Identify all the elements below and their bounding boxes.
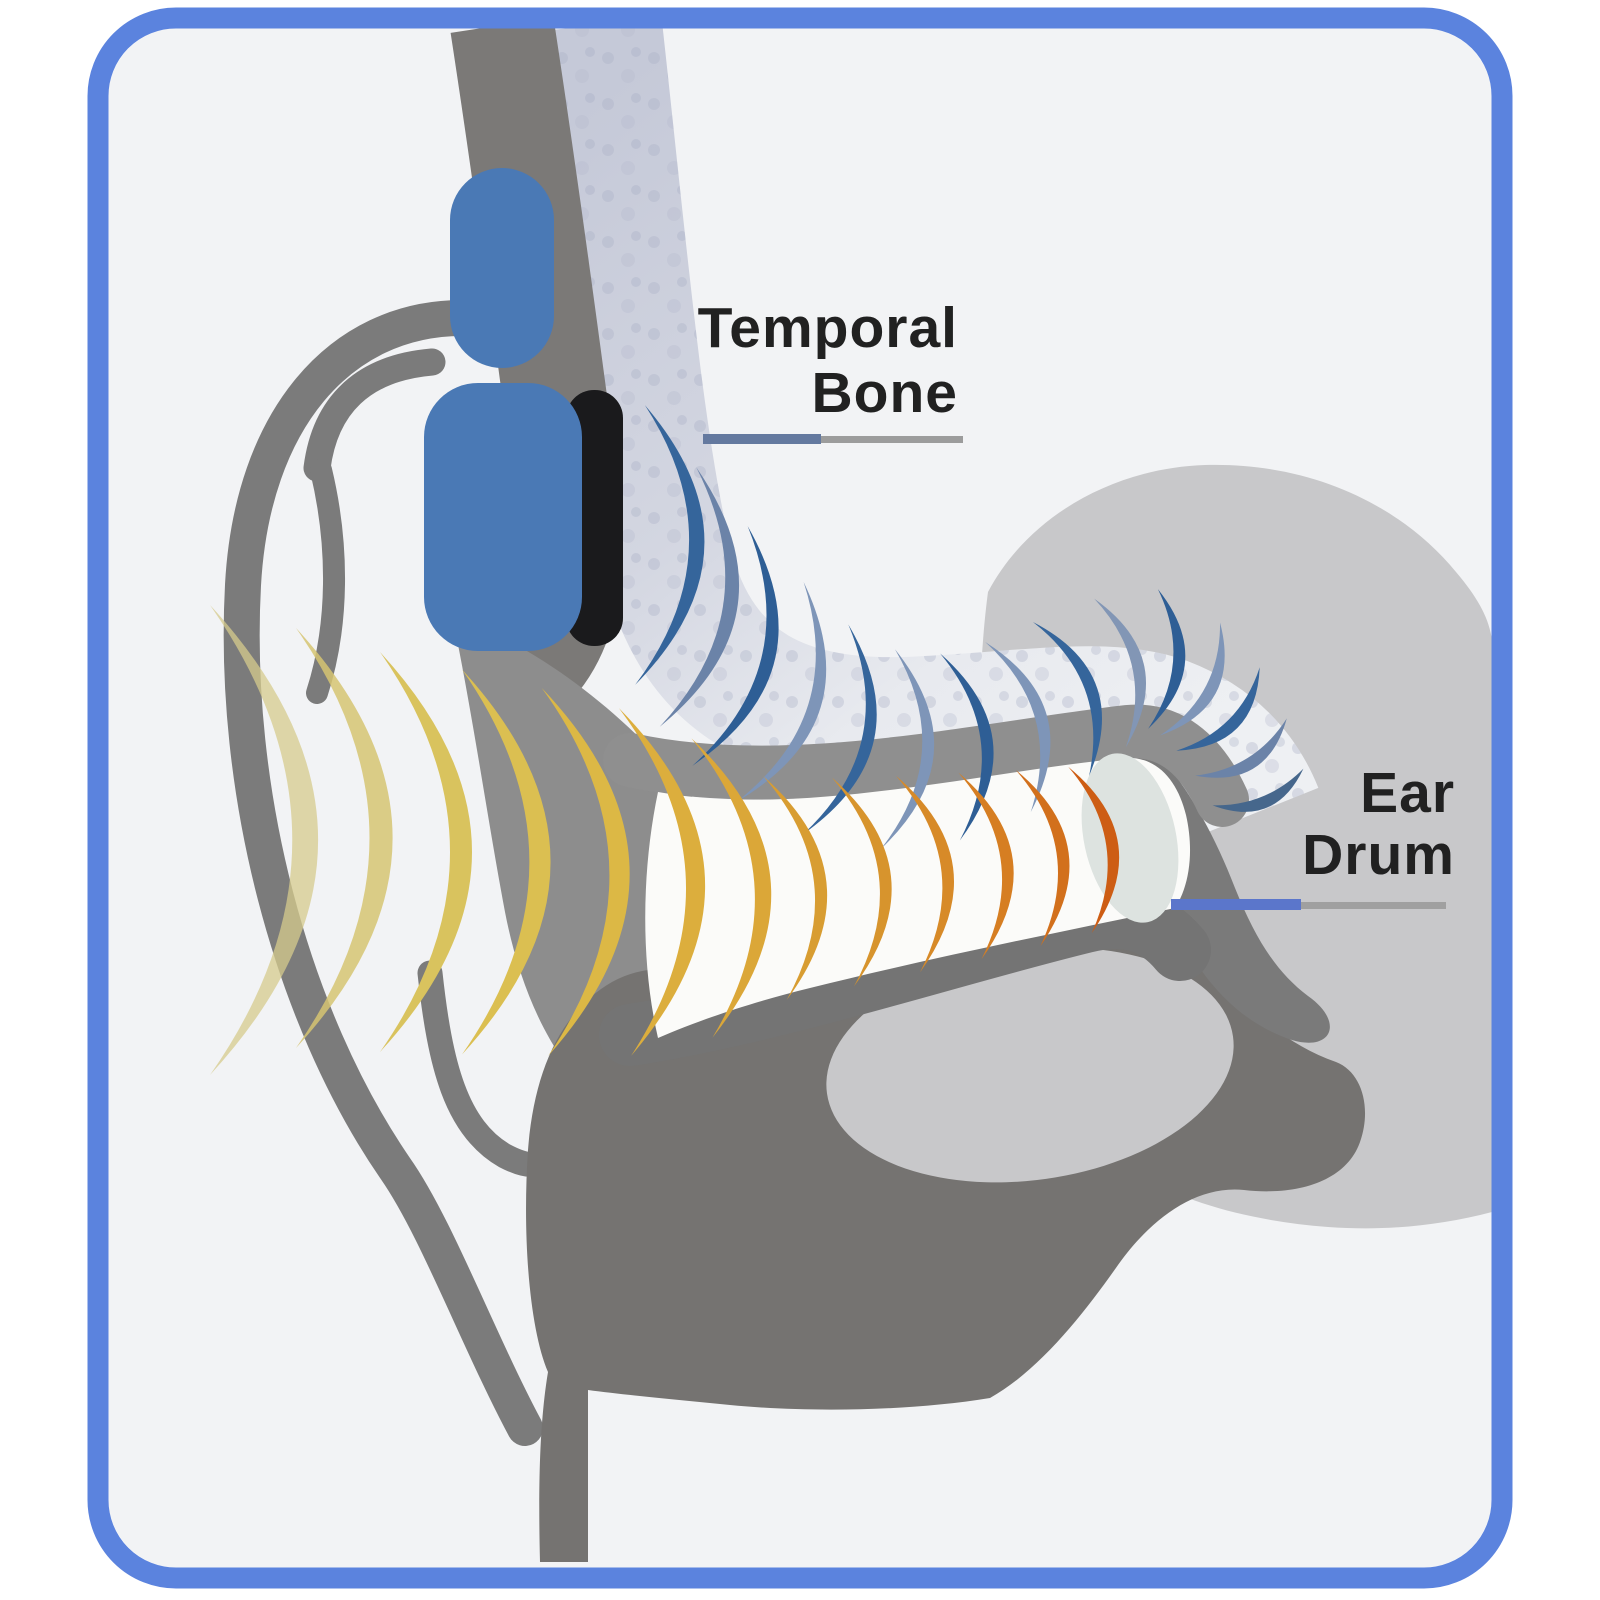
temporal-bone-leader-line-blue	[703, 434, 821, 444]
sound-wave-arc	[380, 652, 472, 1052]
sound-wave-arc	[1159, 622, 1225, 736]
bone-conduction-waves	[635, 405, 1304, 849]
sound-wave-arc	[736, 582, 827, 802]
bone-conduction-device	[424, 168, 623, 651]
sound-wave-arc	[618, 708, 706, 1056]
antihelix-upper-curve	[303, 348, 446, 482]
sound-wave-arc	[832, 777, 892, 987]
temporal-bone-leader-line-gray	[821, 436, 963, 443]
sound-wave-arc	[210, 605, 319, 1075]
ear-drum-membrane	[1081, 753, 1179, 923]
sound-wave-arc	[1094, 598, 1146, 748]
sound-wave-arc	[803, 624, 877, 834]
ear-drum-label-line2: Drum	[1302, 823, 1455, 887]
sound-wave-arc	[635, 405, 705, 685]
sound-wave-arc	[763, 776, 827, 1000]
sound-wave-arc	[691, 738, 772, 1038]
temporal-bone-label-line1: Temporal	[698, 296, 958, 360]
annotation-ear-drum: Ear Drum	[1171, 761, 1455, 910]
helix-curve	[223, 300, 543, 1446]
middle-ear-mass	[826, 947, 1234, 1183]
sound-wave-arc	[1032, 621, 1102, 777]
sound-wave-arc	[462, 669, 551, 1055]
ear-drum-leader-line-blue	[1171, 899, 1301, 910]
sound-wave-arc	[895, 775, 955, 973]
sound-wave-arc	[659, 467, 740, 727]
ear-drum-leader-line-gray	[1301, 902, 1446, 909]
sound-wave-arc	[940, 653, 994, 841]
sound-wave-arc	[1176, 667, 1260, 751]
sound-wave-arc	[881, 649, 935, 849]
sound-wave-arc	[958, 772, 1014, 960]
sound-wave-arc	[692, 526, 779, 766]
annotation-temporal-bone: Temporal Bone	[698, 296, 963, 444]
sound-wave-arc	[1212, 768, 1304, 812]
figure-frame-border	[87, 7, 1513, 1589]
ear-drum-label-line1: Ear	[1360, 761, 1455, 825]
sound-wave-arc	[541, 688, 630, 1056]
sound-wave-arc	[1195, 718, 1287, 778]
device-upper-coil	[450, 168, 554, 368]
air-conduction-waves	[210, 605, 1120, 1075]
sound-wave-arc	[296, 628, 393, 1048]
sound-wave-arc	[1068, 766, 1120, 934]
sound-wave-arc	[985, 641, 1051, 813]
sound-wave-arc	[1015, 769, 1070, 947]
device-processor-body	[424, 383, 582, 651]
temporal-bone-label-line2: Bone	[812, 361, 959, 425]
sound-wave-arc	[1148, 589, 1186, 729]
